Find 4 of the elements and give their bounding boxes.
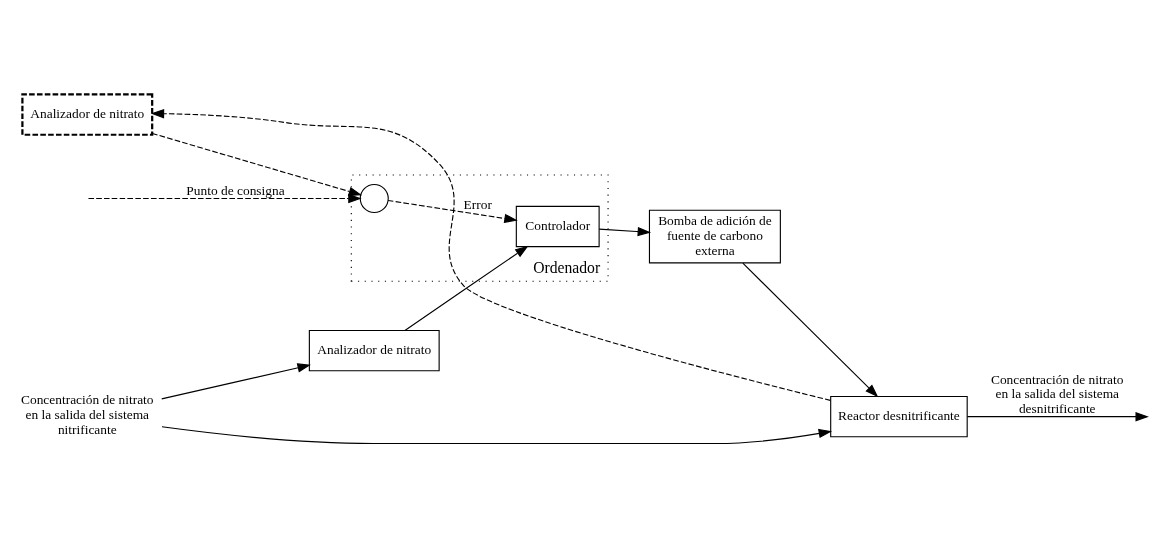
node-text: Concentración de nitrato en la salida del sistema nitrificante — [21, 392, 154, 437]
edge-label: Error — [463, 197, 492, 213]
edge-label: Punto de consigna — [186, 182, 285, 198]
edge-label: Concentración de nitrato en la salida del sistema desnitrificante — [990, 371, 1124, 416]
